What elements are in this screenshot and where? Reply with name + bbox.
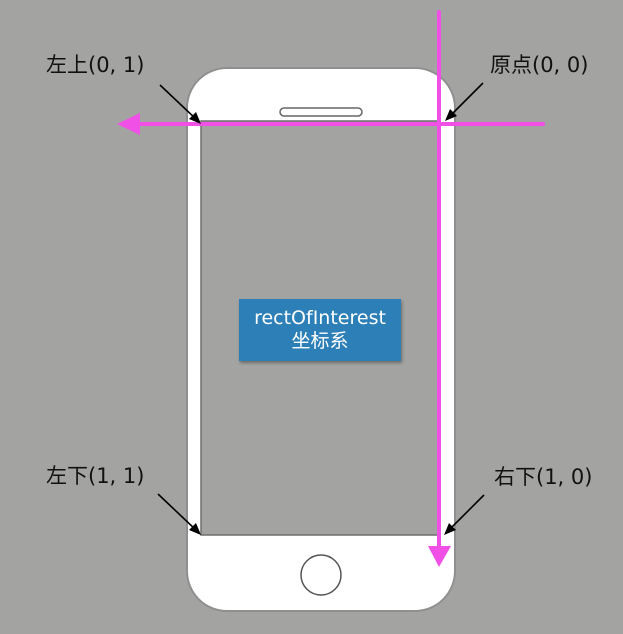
label-bottom-right: 右下(1, 0) <box>494 465 593 489</box>
rect-of-interest-title: rectOfInterest 坐标系 <box>239 299 401 361</box>
title-line-1: rectOfInterest <box>254 307 386 329</box>
pointer-origin-arrow <box>445 82 484 121</box>
vertical-axis-arrow <box>428 10 451 567</box>
pointer-bottom-left-arrow <box>157 493 201 535</box>
label-top-left: 左上(0, 1) <box>46 53 145 77</box>
label-origin: 原点(0, 0) <box>490 53 589 77</box>
title-line-2: 坐标系 <box>291 330 349 352</box>
speaker-slot <box>279 107 363 117</box>
pointer-bottom-right-arrow <box>444 494 485 535</box>
pointer-top-left-arrow <box>159 84 201 124</box>
label-bottom-left: 左下(1, 1) <box>46 464 145 488</box>
horizontal-axis-arrow <box>117 113 545 135</box>
home-button <box>300 554 342 596</box>
